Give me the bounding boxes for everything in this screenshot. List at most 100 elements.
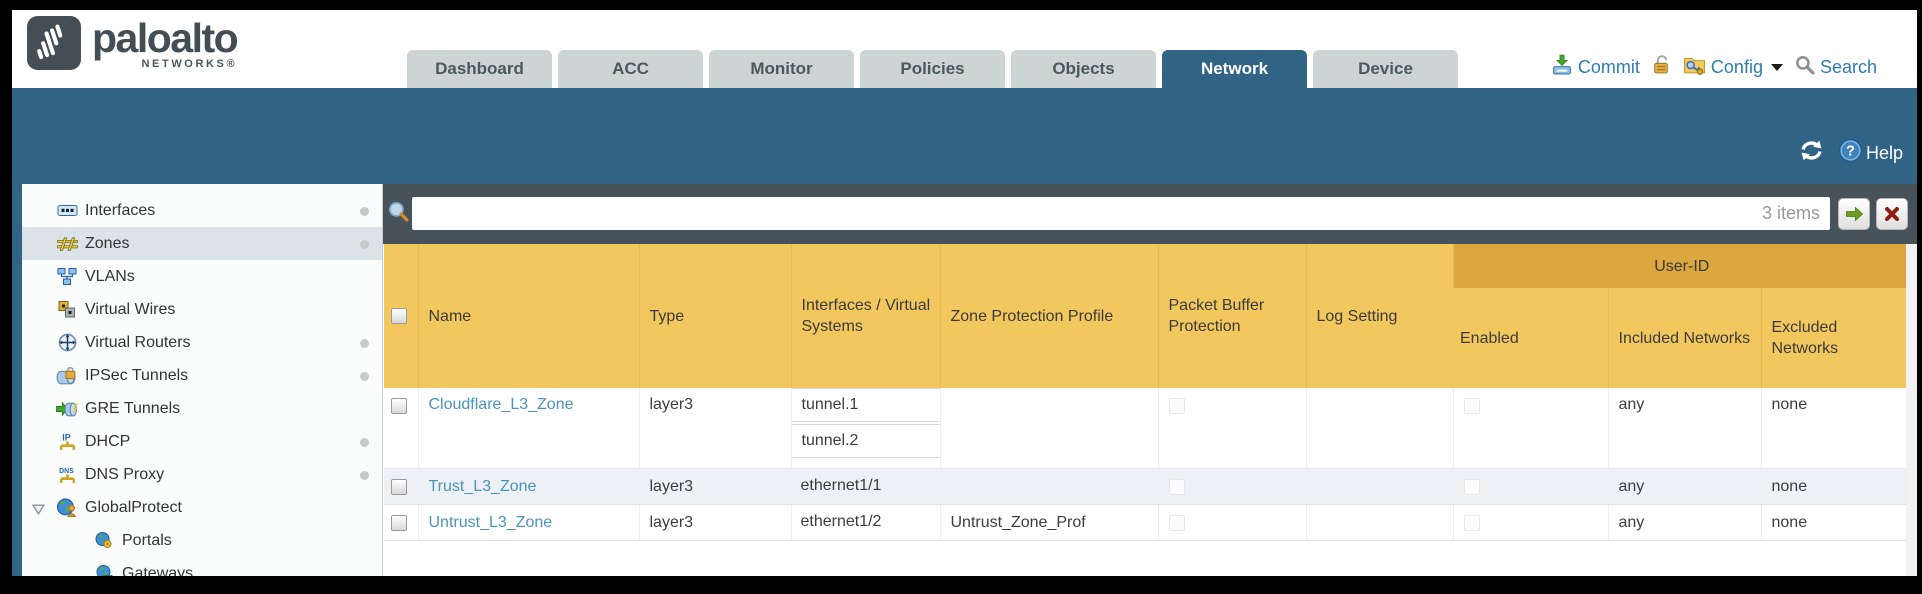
tab-policies[interactable]: Policies — [860, 50, 1005, 88]
search-button[interactable]: Search — [1795, 55, 1877, 80]
user-id-enabled-checkbox[interactable] — [1463, 514, 1480, 531]
sidebar-item-portals[interactable]: Portals — [22, 524, 382, 557]
table-row: Trust_L3_Zone layer3 ethernet1/1 any non… — [384, 468, 1907, 505]
main-nav-tabs: Dashboard ACC Monitor Policies Objects N… — [407, 50, 1458, 88]
paloalto-logo: paloalto NETWORKS® — [26, 15, 239, 76]
zone-name-link[interactable]: Untrust_L3_Zone — [428, 513, 553, 531]
commit-icon — [1551, 54, 1573, 80]
top-header: paloalto NETWORKS® Dashboard ACC Monitor… — [12, 10, 1917, 88]
sidebar-item-gateways[interactable]: Gateways — [22, 557, 382, 576]
interface-item: tunnel.1 — [790, 388, 941, 422]
packet-buffer-checkbox[interactable] — [1168, 478, 1185, 495]
tab-network[interactable]: Network — [1162, 50, 1307, 88]
vlans-icon — [55, 268, 79, 285]
sidebar-item-dns-proxy[interactable]: DNS DNS Proxy — [22, 458, 382, 491]
svg-text:?: ? — [1846, 144, 1855, 160]
tab-device[interactable]: Device — [1313, 50, 1458, 88]
cell-type: layer3 — [638, 468, 791, 505]
dhcp-icon: IP — [55, 432, 79, 452]
select-all-checkbox[interactable] — [391, 308, 407, 324]
row-checkbox[interactable] — [391, 478, 407, 495]
cell-interfaces: ethernet1/2 — [790, 504, 940, 541]
apply-filter-button[interactable] — [1838, 198, 1870, 230]
sidebar-item-globalprotect[interactable]: GlobalProtect — [22, 491, 382, 524]
cell-zone-protection-profile: Untrust_Zone_Prof — [939, 504, 1158, 541]
tab-acc[interactable]: ACC — [558, 50, 703, 88]
content-area: Interfaces Zones — [12, 184, 1917, 576]
col-header-log-setting[interactable]: Log Setting — [1305, 244, 1453, 388]
config-menu[interactable]: Config — [1683, 54, 1783, 80]
table-row: Untrust_L3_Zone layer3 ethernet1/2 Untru… — [384, 504, 1907, 541]
sidebar-item-gre-tunnels[interactable]: GRE Tunnels — [22, 392, 382, 425]
virtual-routers-icon — [55, 333, 79, 352]
zone-name-link[interactable]: Trust_L3_Zone — [428, 477, 537, 495]
brand-subtitle: NETWORKS® — [141, 58, 238, 70]
col-header-type[interactable]: Type — [638, 244, 791, 388]
sidebar-item-vlans[interactable]: VLANs — [22, 260, 382, 293]
interface-item: ethernet1/2 — [800, 513, 882, 530]
status-dot — [360, 471, 369, 480]
status-dot — [360, 207, 369, 216]
cell-packet-buffer-protection — [1157, 388, 1306, 469]
cell-included-networks: any — [1607, 504, 1761, 541]
sidebar-item-zones[interactable]: Zones — [22, 227, 382, 260]
sidebar-item-dhcp[interactable]: IP DHCP — [22, 425, 382, 458]
row-checkbox[interactable] — [391, 514, 407, 531]
svg-text:IP: IP — [62, 432, 70, 442]
row-checkbox[interactable] — [391, 398, 407, 414]
cell-type: layer3 — [638, 504, 791, 541]
cell-packet-buffer-protection — [1157, 468, 1306, 505]
svg-text:DNS: DNS — [59, 467, 74, 474]
sidebar-item-ipsec-tunnels[interactable]: IPSec Tunnels — [22, 359, 382, 392]
tab-dashboard[interactable]: Dashboard — [407, 50, 552, 88]
scrollbar-gutter[interactable] — [1906, 244, 1917, 576]
filter-bar: 3 items — [383, 184, 1917, 244]
user-id-group-header: User-ID — [1452, 244, 1907, 288]
zones-panel: 3 items — [383, 184, 1917, 576]
tab-objects[interactable]: Objects — [1011, 50, 1156, 88]
user-id-enabled-checkbox[interactable] — [1463, 478, 1480, 495]
cell-user-id-enabled — [1452, 468, 1608, 505]
chevron-down-icon — [1770, 63, 1783, 71]
col-header-name[interactable]: Name — [417, 244, 639, 388]
tab-monitor[interactable]: Monitor — [709, 50, 854, 88]
col-header-zone-protection-profile[interactable]: Zone Protection Profile — [939, 244, 1158, 388]
virtual-wires-icon — [55, 301, 79, 318]
clear-filter-button[interactable] — [1876, 198, 1908, 230]
collapse-triangle-icon[interactable] — [31, 502, 46, 520]
gateways-icon — [92, 565, 116, 576]
commit-button[interactable]: Commit — [1551, 54, 1640, 80]
col-header-packet-buffer-protection[interactable]: Packet Buffer Protection — [1157, 244, 1306, 388]
cell-interfaces: ethernet1/1 — [790, 468, 940, 505]
sidebar-item-interfaces[interactable]: Interfaces — [22, 194, 382, 227]
sidebar-item-virtual-wires[interactable]: Virtual Wires — [22, 293, 382, 326]
col-header-included-networks[interactable]: Included Networks — [1607, 288, 1761, 388]
packet-buffer-checkbox[interactable] — [1168, 514, 1185, 531]
app-window: paloalto NETWORKS® Dashboard ACC Monitor… — [12, 10, 1917, 576]
sidebar-item-virtual-routers[interactable]: Virtual Routers — [22, 326, 382, 359]
cell-user-id-enabled — [1452, 504, 1608, 541]
col-header-interfaces[interactable]: Interfaces / Virtual Systems — [790, 244, 940, 388]
cell-included-networks: any — [1607, 468, 1761, 505]
search-icon — [1795, 55, 1815, 80]
cell-excluded-networks: none — [1760, 504, 1907, 541]
cell-type: layer3 — [638, 388, 791, 469]
zone-name-link[interactable]: Cloudflare_L3_Zone — [428, 396, 574, 413]
network-sidebar: Interfaces Zones — [22, 184, 383, 576]
cell-log-setting — [1305, 388, 1453, 469]
cell-packet-buffer-protection — [1157, 504, 1306, 541]
col-header-excluded-networks[interactable]: Excluded Networks — [1760, 288, 1907, 388]
refresh-icon[interactable] — [1799, 140, 1824, 166]
lock-icon[interactable] — [1652, 54, 1671, 80]
help-button[interactable]: ? Help — [1838, 138, 1903, 168]
zones-icon — [55, 236, 79, 251]
user-id-enabled-checkbox[interactable] — [1463, 398, 1480, 414]
table-row: Cloudflare_L3_Zone layer3 tunnel.1 tunne… — [384, 388, 1907, 469]
utility-bar: Commit Con — [1551, 54, 1877, 80]
filter-input[interactable] — [412, 197, 1830, 230]
help-icon: ? — [1838, 138, 1863, 168]
packet-buffer-checkbox[interactable] — [1168, 398, 1185, 414]
portals-icon — [92, 532, 116, 549]
col-header-enabled[interactable]: Enabled — [1453, 288, 1608, 388]
globalprotect-icon — [55, 498, 79, 517]
